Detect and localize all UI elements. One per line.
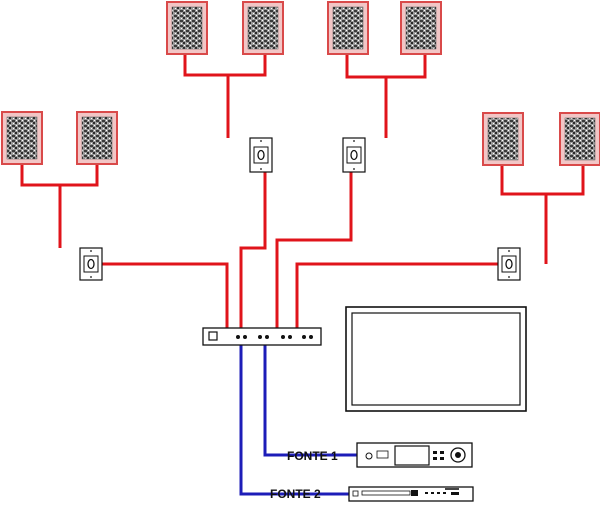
output-jack-1 <box>236 335 247 339</box>
wire-control-d-selector <box>295 262 498 330</box>
speaker-d-right <box>559 112 600 166</box>
wire-pair-c-bus <box>345 55 427 138</box>
source-2-device <box>348 486 474 502</box>
speaker-b-left <box>166 1 208 55</box>
power-button-icon <box>365 452 373 460</box>
speaker-a-left <box>1 111 43 165</box>
volume-control-d <box>497 247 521 281</box>
wire-pair-a-bus <box>20 164 99 248</box>
power-switch-icon <box>208 331 218 341</box>
volume-control-b <box>249 137 273 173</box>
flat-screen-tv <box>345 306 527 412</box>
source-1-display <box>394 445 430 466</box>
volume-knob-icon <box>505 258 513 270</box>
speaker-a-right <box>76 111 118 165</box>
speaker-pair-b <box>166 1 284 55</box>
output-jack-4 <box>302 335 313 339</box>
output-jack-2 <box>258 335 269 339</box>
wire-control-c-selector <box>275 172 353 330</box>
wire-fonte-2 <box>239 345 349 496</box>
disc-tray <box>361 490 411 496</box>
volume-control-a <box>79 247 103 281</box>
volume-knob-icon <box>87 258 95 270</box>
speaker-pair-c <box>327 1 442 55</box>
volume-knob-icon <box>257 149 265 161</box>
wire-pair-b-bus <box>183 55 267 138</box>
speaker-d-left <box>482 112 524 166</box>
volume-knob-icon <box>350 149 358 161</box>
output-jack-3 <box>281 335 292 339</box>
speaker-wires <box>20 55 585 330</box>
wire-pair-d-bus <box>500 165 585 264</box>
tv-screen <box>351 312 521 406</box>
speaker-b-right <box>242 1 284 55</box>
speaker-c-left <box>327 1 369 55</box>
fonte-1-label: FONTE 1 <box>287 449 338 463</box>
speaker-c-right <box>400 1 442 55</box>
speaker-selector-hub <box>202 327 322 346</box>
wire-fonte-1 <box>263 345 357 457</box>
volume-control-c <box>342 137 366 173</box>
fonte-2-label: FONTE 2 <box>270 487 321 501</box>
wire-control-a-selector <box>102 262 229 330</box>
speaker-pair-a <box>1 111 118 165</box>
source-1-device <box>356 442 473 468</box>
source-wires <box>239 345 357 496</box>
wire-control-b-selector <box>239 172 267 330</box>
speaker-pair-d <box>482 112 600 166</box>
